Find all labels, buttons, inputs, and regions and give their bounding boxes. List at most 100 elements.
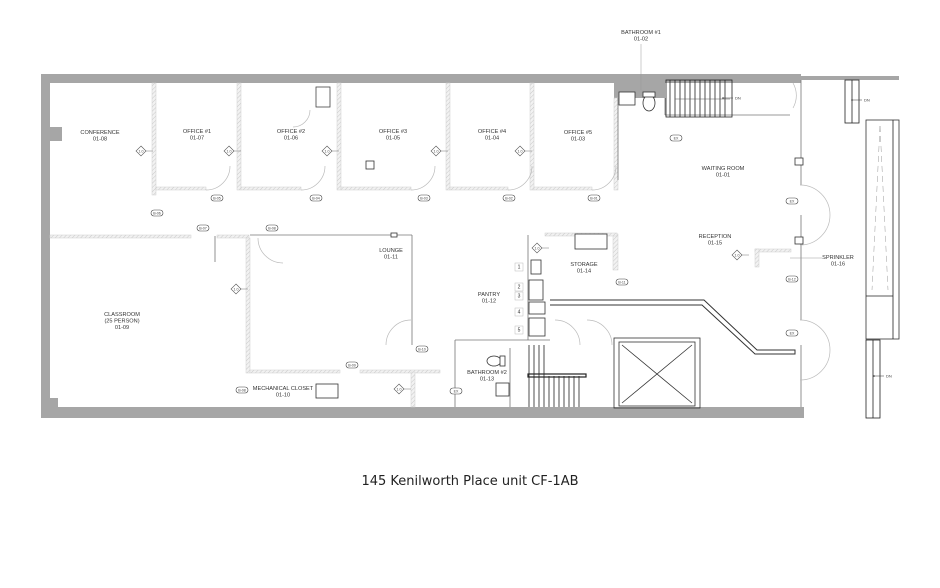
room-label: OFFICE #401-04 xyxy=(478,129,506,142)
room-number: 01-01 xyxy=(716,173,730,179)
door-tag: B-09 xyxy=(345,361,359,369)
room-number: 01-03 xyxy=(571,137,585,143)
svg-text:B-01: B-01 xyxy=(590,196,598,200)
section-markers: 1.0 1.0 1.0 1.0 1.0 1.0 1.0 1.0 1.0 xyxy=(135,145,749,395)
room-name: OFFICE #1 xyxy=(183,129,211,135)
room-label: OFFICE #501-03 xyxy=(564,130,592,143)
room-name: RECEPTION xyxy=(699,234,732,240)
room-name: STORAGE xyxy=(570,262,598,268)
room-name: PANTRY xyxy=(478,292,500,298)
interior-walls xyxy=(49,82,792,408)
door-tag: B-08 xyxy=(235,386,249,394)
section-marker-icon: 1.0 xyxy=(321,145,339,157)
svg-text:1.0: 1.0 xyxy=(434,149,439,153)
svg-text:1.0: 1.0 xyxy=(227,149,232,153)
reception-counter xyxy=(550,299,796,355)
svg-text:1.0: 1.0 xyxy=(397,387,402,391)
plan-lines xyxy=(214,80,802,407)
fixtures xyxy=(315,86,804,399)
svg-text:B-12: B-12 xyxy=(788,277,796,281)
door-tag: B-03 xyxy=(417,194,431,202)
door-tag: EX xyxy=(449,387,463,395)
pantry-item-number: 5 xyxy=(514,325,524,335)
room-label: OFFICE #101-07 xyxy=(183,129,211,142)
room-number: 01-14 xyxy=(577,269,591,275)
room-name: OFFICE #5 xyxy=(564,130,592,136)
room-number: 01-04 xyxy=(485,136,499,142)
section-marker-icon: 1.0 xyxy=(731,249,749,261)
section-marker-icon: 1.0 xyxy=(230,283,248,295)
room-number: 01-10 xyxy=(276,393,290,399)
svg-text:1.0: 1.0 xyxy=(535,246,540,250)
svg-text:DN: DN xyxy=(886,374,892,379)
elevator xyxy=(613,337,701,409)
pantry-item-number: 1 xyxy=(514,262,524,272)
section-marker-icon: 1.0 xyxy=(514,145,532,157)
room-name: WAITING ROOM xyxy=(702,166,745,172)
room-number: 01-05 xyxy=(386,136,400,142)
room-number: 01-13 xyxy=(480,377,494,383)
room-number: 01-12 xyxy=(482,299,496,305)
stairs-south xyxy=(527,345,587,407)
door-tag: B-11 xyxy=(615,278,629,286)
pantry-item-number: 4 xyxy=(514,307,524,317)
ramp-lines xyxy=(871,125,889,291)
door-swings xyxy=(205,82,831,381)
svg-text:1.0: 1.0 xyxy=(735,253,740,257)
room-name: BATHROOM #1 xyxy=(621,30,661,36)
svg-text:1.0: 1.0 xyxy=(518,149,523,153)
svg-text:2: 2 xyxy=(518,285,521,291)
room-number: 01-09 xyxy=(115,325,129,331)
room-number: 01-07 xyxy=(190,136,204,142)
svg-text:1.0: 1.0 xyxy=(325,149,330,153)
room-name: OFFICE #3 xyxy=(379,129,407,135)
room-name: OFFICE #2 xyxy=(277,129,305,135)
exterior-walls xyxy=(41,74,899,418)
svg-text:EX: EX xyxy=(674,136,679,140)
svg-text:B-06: B-06 xyxy=(153,211,161,215)
section-marker-icon: 1.0 xyxy=(135,145,153,157)
room-label: BATHROOM #101-02 xyxy=(621,30,661,43)
section-marker-icon: 1.0 xyxy=(223,145,241,157)
room-number: 01-02 xyxy=(634,37,648,43)
stair-down-arrow-icon: DN xyxy=(722,96,741,101)
room-name: BATHROOM #2 xyxy=(467,370,507,376)
svg-text:4: 4 xyxy=(518,310,521,316)
door-tag: EX xyxy=(669,134,683,142)
pantry-item-numbers: 1 2 3 4 5 xyxy=(514,262,524,335)
stair-down-arrow-icon: DN xyxy=(873,374,892,379)
door-tag: EX xyxy=(785,197,799,205)
door-tag: B-01 xyxy=(587,194,601,202)
room-label: OFFICE #201-06 xyxy=(277,129,305,142)
section-marker-icon: 1.0 xyxy=(430,145,448,157)
svg-text:B-05: B-05 xyxy=(213,196,221,200)
svg-text:B-09: B-09 xyxy=(348,363,356,367)
door-tag: B-02 xyxy=(502,194,516,202)
door-tag: B-10 xyxy=(415,345,429,353)
svg-text:EX: EX xyxy=(790,199,795,203)
svg-text:B-11: B-11 xyxy=(618,280,625,284)
stairs-north xyxy=(665,79,733,118)
door-tag: B-07 xyxy=(196,224,210,232)
svg-text:B-08: B-08 xyxy=(268,226,276,230)
svg-text:1.0: 1.0 xyxy=(139,149,144,153)
section-marker-icon: 1.0 xyxy=(531,242,549,254)
svg-text:B-07: B-07 xyxy=(199,226,207,230)
svg-text:B-03: B-03 xyxy=(420,196,428,200)
svg-text:3: 3 xyxy=(518,294,521,300)
room-number: 01-06 xyxy=(284,136,298,142)
svg-text:B-04: B-04 xyxy=(312,196,320,200)
room-name: CLASSROOM xyxy=(104,312,140,318)
room-label: BATHROOM #201-13 xyxy=(467,370,507,383)
svg-text:1: 1 xyxy=(518,265,521,271)
room-name: OFFICE #4 xyxy=(478,129,506,135)
